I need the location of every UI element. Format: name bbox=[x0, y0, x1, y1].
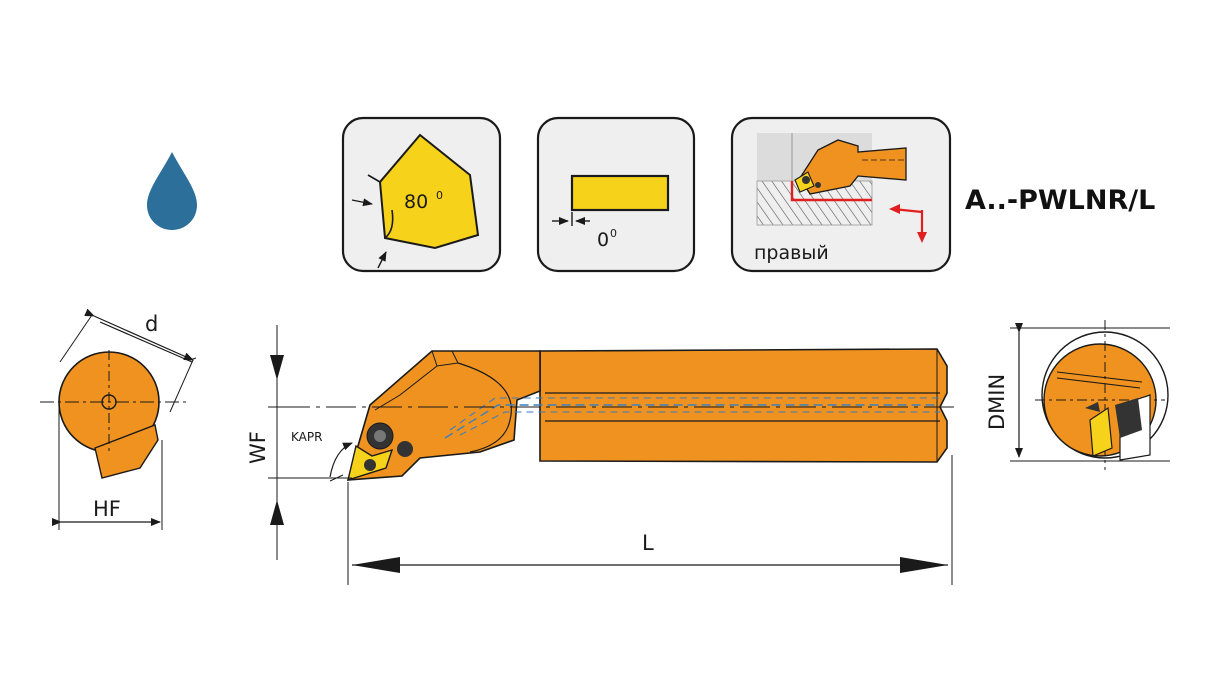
shank bbox=[539, 348, 948, 463]
right-end-view: DMIN bbox=[985, 320, 1170, 470]
clearance-angle-degree: 0 bbox=[610, 227, 617, 240]
boring-bar-side-view: WF KAPR L bbox=[246, 325, 955, 585]
insert-angle-degree: 0 bbox=[436, 189, 443, 202]
hand-panel: правый bbox=[730, 116, 952, 273]
insert-angle-label: 80 bbox=[404, 191, 428, 213]
left-end-view: d HF bbox=[40, 308, 197, 530]
clamping-head bbox=[346, 350, 541, 481]
dim-wf-label: WF bbox=[246, 431, 270, 464]
flat-insert-icon bbox=[570, 174, 670, 212]
clearance-angle-label: 0 bbox=[597, 229, 609, 251]
coolant-drop-icon bbox=[147, 152, 197, 230]
dim-hf-label: HF bbox=[93, 497, 121, 521]
product-title: A..-PWLNR/L bbox=[965, 185, 1155, 216]
clearance-angle-panel: 0 0 bbox=[536, 116, 696, 273]
insert-shape-panel: 80 0 bbox=[341, 116, 502, 273]
dim-dmin-label: DMIN bbox=[985, 374, 1009, 430]
hand-label: правый bbox=[754, 242, 829, 264]
dim-d-label: d bbox=[145, 312, 158, 336]
right-insert bbox=[1089, 406, 1113, 457]
coolant-channel bbox=[444, 404, 940, 439]
mini-holder-icon bbox=[799, 139, 907, 195]
dim-kapr-label: KAPR bbox=[291, 430, 322, 444]
pin-screw bbox=[397, 441, 413, 457]
dim-l-label: L bbox=[642, 531, 654, 555]
